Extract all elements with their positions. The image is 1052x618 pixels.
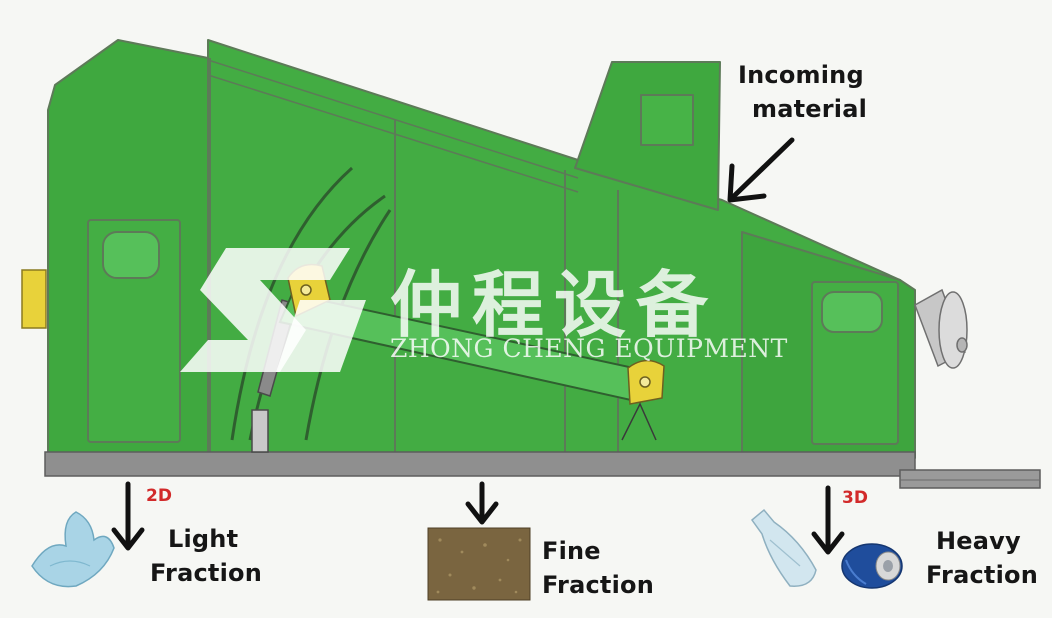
fine-material-icon: [427, 527, 531, 601]
watermark-chinese: 仲程设备: [390, 263, 719, 347]
can-icon: [841, 543, 903, 589]
incoming-material-label: Incoming material: [738, 58, 867, 126]
zhongcheng-logo-mark: [180, 248, 366, 372]
light-fraction-arrow-icon: [111, 481, 145, 551]
fine-fraction-arrow-icon: [465, 481, 499, 525]
fine-line1: Fine: [542, 537, 601, 565]
separator-housing: [47, 39, 916, 459]
heavy-fraction-arrow-icon: [811, 485, 845, 555]
crank-bracket-right: [627, 359, 665, 405]
light-dimension-badge: 2D: [146, 486, 172, 506]
plastic-film-icon: [31, 511, 115, 588]
light-line2: Fraction: [150, 559, 262, 587]
arrows: [111, 137, 845, 555]
base-frame: [44, 451, 1041, 489]
heavy-line1: Heavy: [936, 527, 1021, 555]
bottle-icon: [750, 508, 817, 587]
light-fraction-label: Light Fraction: [150, 522, 262, 590]
incoming-arrow-icon: [727, 137, 795, 203]
heavy-fraction-label: Heavy Fraction: [926, 524, 1038, 592]
incoming-line2: material: [752, 95, 868, 123]
control-box: [21, 269, 47, 329]
fine-line2: Fraction: [542, 571, 654, 599]
watermark-english: ZHONG CHENG EQUIPMENT: [390, 334, 788, 363]
light-line1: Light: [168, 525, 239, 553]
fine-fraction-label: Fine Fraction: [542, 534, 654, 602]
heavy-line2: Fraction: [926, 561, 1038, 589]
drive-motor: [914, 288, 968, 369]
incoming-line1: Incoming: [738, 61, 864, 89]
heavy-dimension-badge: 3D: [842, 488, 868, 508]
right-support: [621, 402, 657, 441]
